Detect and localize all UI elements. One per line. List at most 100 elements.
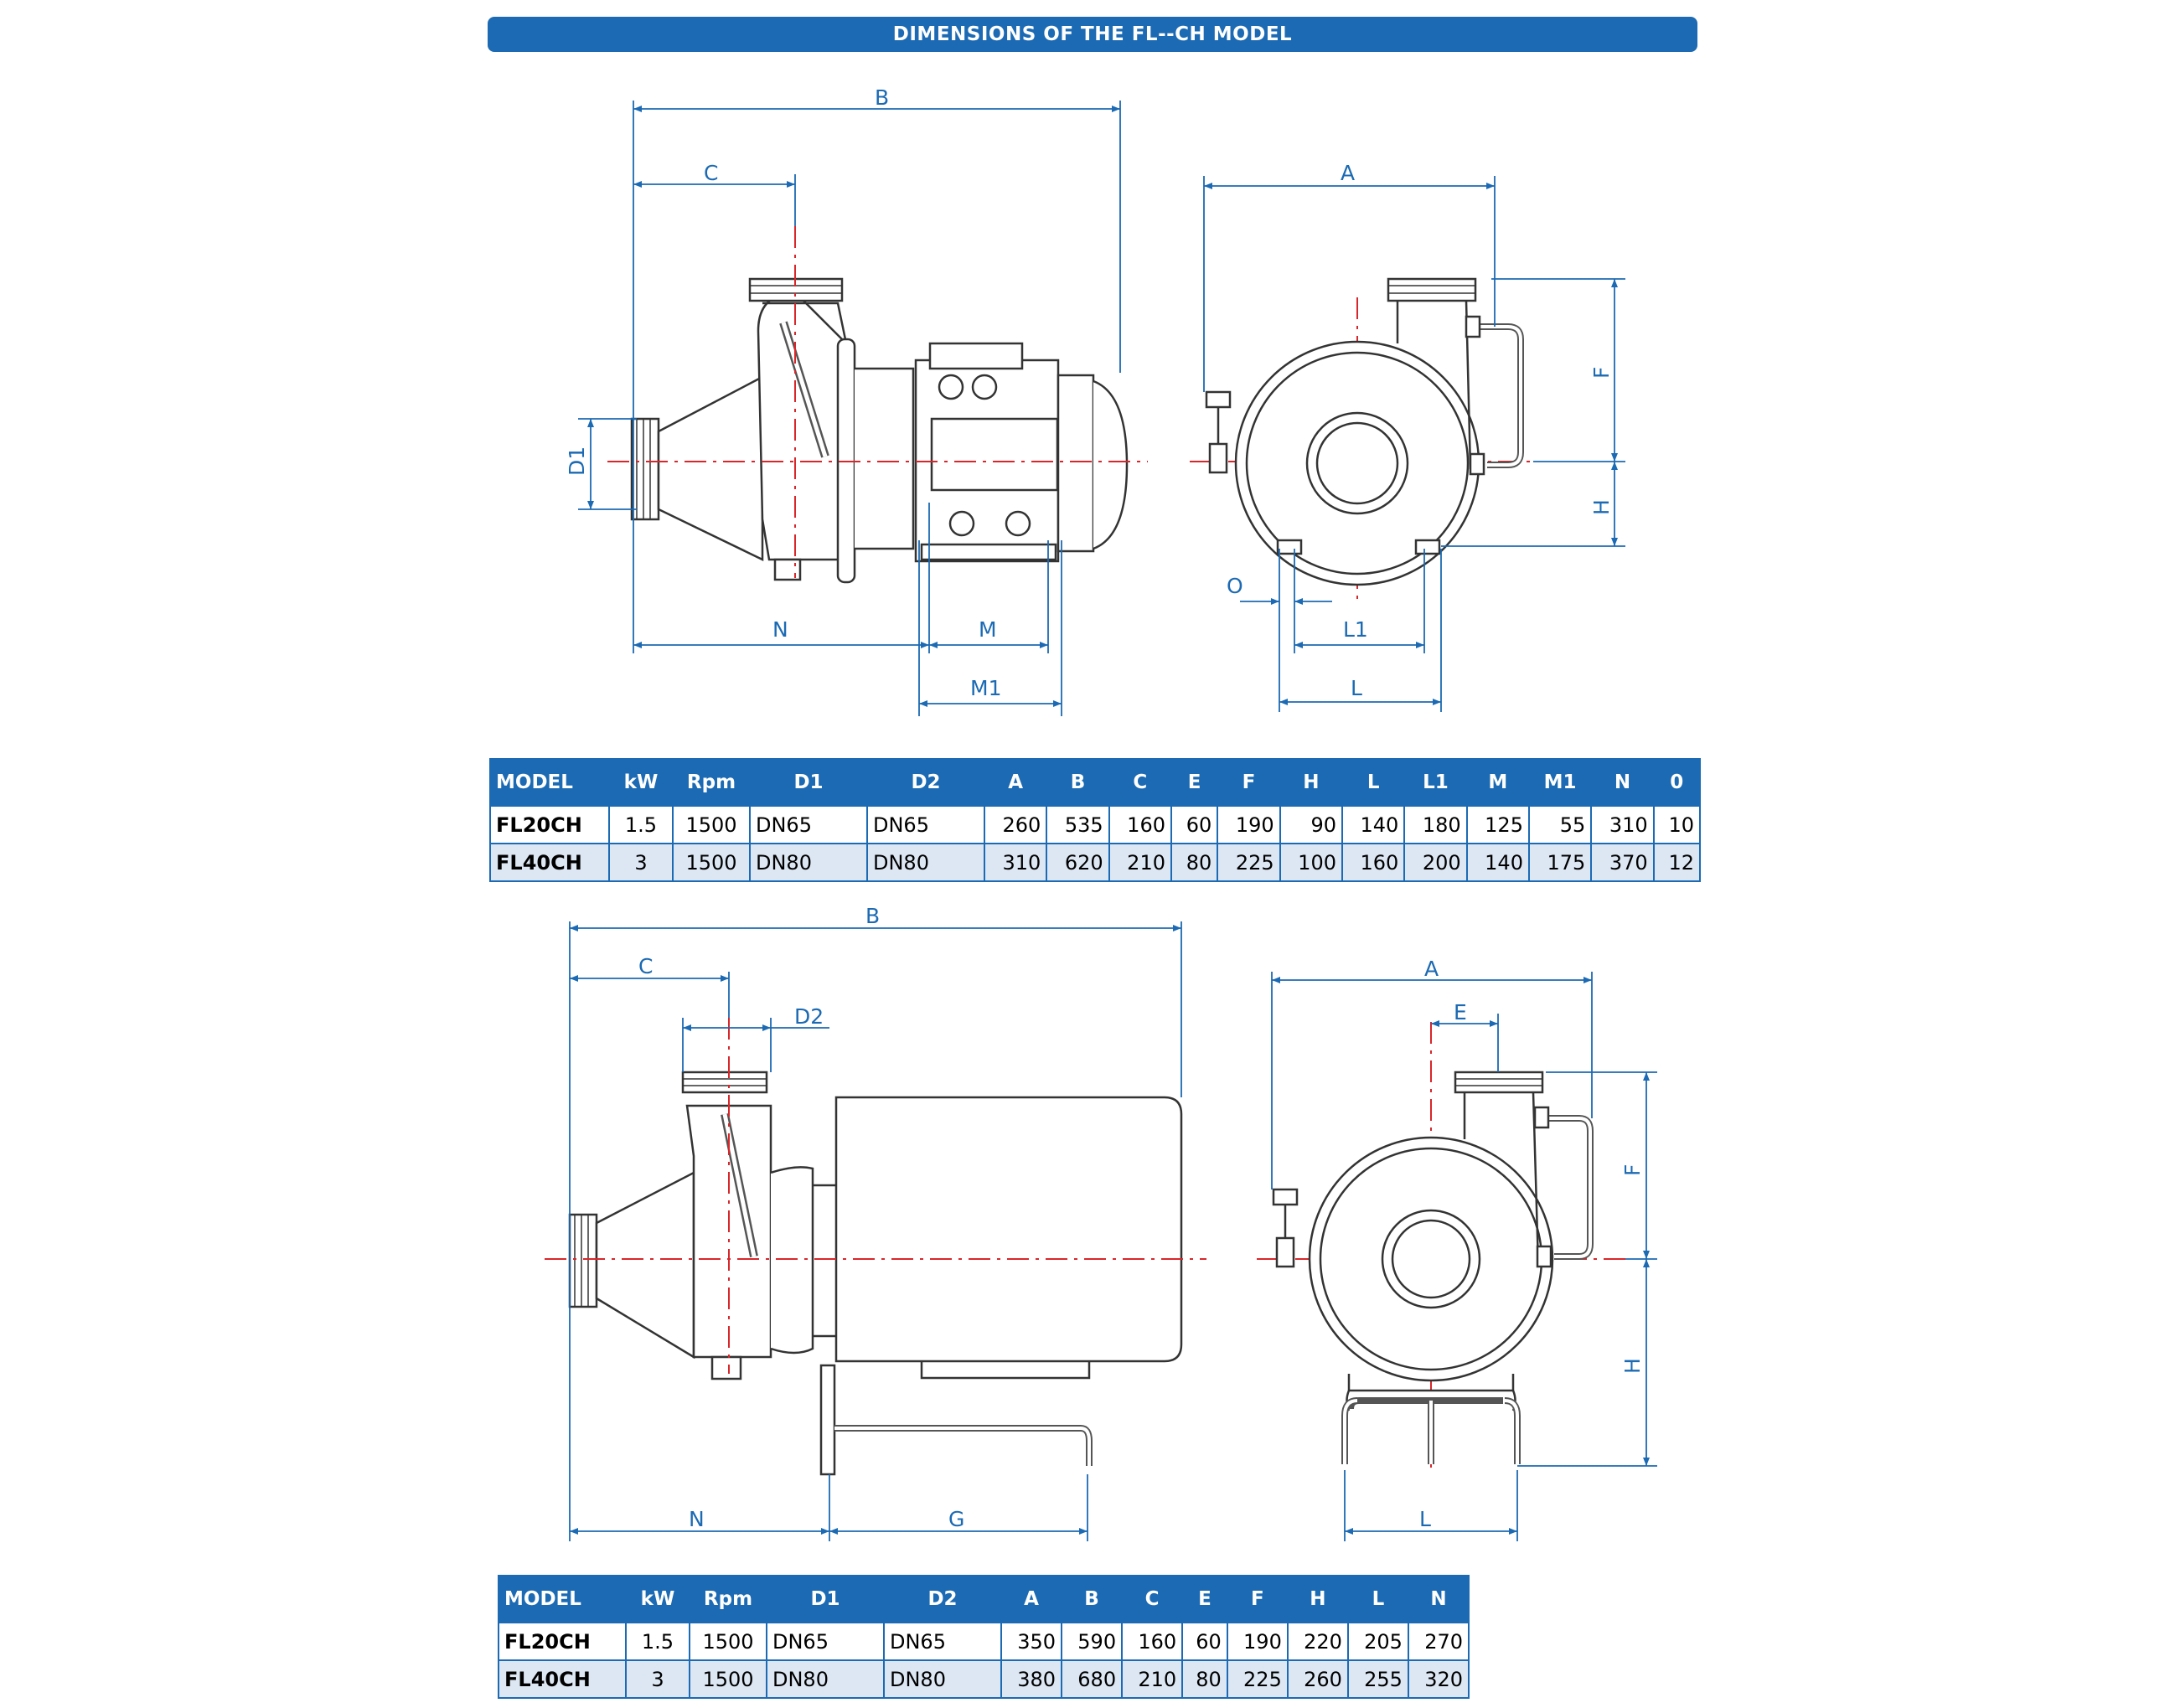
col-header-d2: D2 [883, 1575, 1002, 1623]
col-header-c: C [1121, 1575, 1184, 1623]
col-header-h: H [1286, 1575, 1349, 1623]
cell: DN65 [749, 805, 868, 844]
cell: 80 [1181, 1659, 1228, 1699]
cell: 80 [1170, 843, 1219, 882]
col-header-n: N [1590, 758, 1655, 807]
cell: 10 [1652, 805, 1702, 844]
col-header-a: A [983, 758, 1048, 807]
table-row: FL20CH 1.5 1500 DN65 DN65 260 535 160 60… [489, 805, 1702, 844]
dim-label-E: E [1454, 1000, 1467, 1024]
cell: 1500 [689, 1622, 767, 1661]
table-header-row: MODEL kW Rpm D1 D2 A B C E F H L L1 M M1… [489, 758, 1702, 807]
col-header-a: A [1000, 1575, 1063, 1623]
page-title: DIMENSIONS OF THE FL--CH MODEL [892, 23, 1293, 45]
col-header-rpm: Rpm [689, 1575, 767, 1623]
cell: 680 [1061, 1659, 1124, 1699]
cell: 140 [1465, 843, 1530, 882]
pump2-front-view [1272, 1071, 1594, 1464]
cell-model: FL40CH [489, 843, 610, 882]
cell: 180 [1403, 805, 1468, 844]
cell: 255 [1346, 1659, 1409, 1699]
table-row: FL40CH 3 1500 DN80 DN80 380 680 210 80 2… [498, 1659, 1470, 1699]
cell: 12 [1652, 843, 1702, 882]
cell: 190 [1226, 1622, 1289, 1661]
col-header-l1: L1 [1403, 758, 1468, 807]
cell: 260 [983, 805, 1048, 844]
cell: 90 [1279, 805, 1343, 844]
cell: 1500 [672, 805, 751, 844]
cell: DN80 [749, 843, 868, 882]
cell: DN65 [866, 805, 985, 844]
cell: 535 [1046, 805, 1110, 844]
dimension-lines-2 [569, 921, 1657, 1541]
col-header-m: M [1465, 758, 1530, 807]
cell: 225 [1217, 843, 1281, 882]
col-header-h: H [1279, 758, 1343, 807]
cell: 125 [1465, 805, 1530, 844]
cell: 55 [1527, 805, 1593, 844]
cell: 140 [1341, 805, 1406, 844]
col-header-rpm: Rpm [672, 758, 751, 807]
table-row: FL40CH 3 1500 DN80 DN80 310 620 210 80 2… [489, 843, 1702, 882]
dim-label-H: H [1589, 499, 1614, 515]
dim-label-D1: D1 [565, 446, 589, 476]
dimensions-table-1: MODEL kW Rpm D1 D2 A B C E F H L L1 M M1… [489, 758, 1702, 882]
dim-label-L1: L1 [1343, 617, 1368, 642]
cell: 380 [1000, 1659, 1063, 1699]
dim-label-N: N [772, 617, 788, 642]
cell: 205 [1346, 1622, 1409, 1661]
cell: 160 [1121, 1622, 1184, 1661]
col-header-l: L [1346, 1575, 1409, 1623]
table-row: FL20CH 1.5 1500 DN65 DN65 350 590 160 60… [498, 1622, 1470, 1661]
cell: 1500 [672, 843, 751, 882]
cell: 175 [1527, 843, 1593, 882]
cell: 100 [1279, 843, 1343, 882]
col-header-d2: D2 [866, 758, 985, 807]
cell: DN65 [766, 1622, 885, 1661]
dim-label-N: N [689, 1507, 705, 1531]
cell: DN65 [883, 1622, 1002, 1661]
col-header-f: F [1226, 1575, 1289, 1623]
cell: 590 [1061, 1622, 1124, 1661]
cell: 370 [1590, 843, 1655, 882]
col-header-c: C [1108, 758, 1172, 807]
cell: 160 [1108, 805, 1172, 844]
cell: 1500 [689, 1659, 767, 1699]
dim-label-M1: M1 [970, 676, 1001, 700]
cell: 310 [1590, 805, 1655, 844]
col-header-m1: M1 [1527, 758, 1593, 807]
col-header-f: F [1217, 758, 1281, 807]
cell: 1.5 [625, 1622, 690, 1661]
col-header-b: B [1046, 758, 1110, 807]
cell-model: FL40CH [498, 1659, 627, 1699]
col-header-l: L [1341, 758, 1406, 807]
col-header-o: 0 [1652, 758, 1702, 807]
dim-label-M: M [979, 617, 997, 642]
dim-label-G: G [948, 1507, 964, 1531]
cell: 270 [1407, 1622, 1470, 1661]
dim-label-C: C [638, 954, 653, 978]
cell: 1.5 [608, 805, 674, 844]
cell: 60 [1170, 805, 1219, 844]
dim-label-H: H [1620, 1358, 1645, 1374]
col-header-model: MODEL [489, 758, 610, 807]
cell-model: FL20CH [489, 805, 610, 844]
table-header-row: MODEL kW Rpm D1 D2 A B C E F H L N [498, 1575, 1470, 1623]
cell: 200 [1403, 843, 1468, 882]
col-header-kw: kW [625, 1575, 690, 1623]
col-header-e: E [1170, 758, 1219, 807]
col-header-b: B [1061, 1575, 1124, 1623]
cell: DN80 [766, 1659, 885, 1699]
pump1-side-view [630, 277, 1129, 584]
dim-label-F: F [1589, 367, 1614, 379]
cell: 220 [1286, 1622, 1349, 1661]
cell: DN80 [866, 843, 985, 882]
col-header-e: E [1181, 1575, 1228, 1623]
cell: 210 [1121, 1659, 1184, 1699]
dim-label-C: C [704, 161, 718, 185]
title-banner: DIMENSIONS OF THE FL--CH MODEL [488, 17, 1697, 52]
dimension-lines-1 [578, 101, 1625, 716]
cell: 310 [983, 843, 1048, 882]
dim-label-F: F [1620, 1164, 1645, 1176]
cell: DN80 [883, 1659, 1002, 1699]
